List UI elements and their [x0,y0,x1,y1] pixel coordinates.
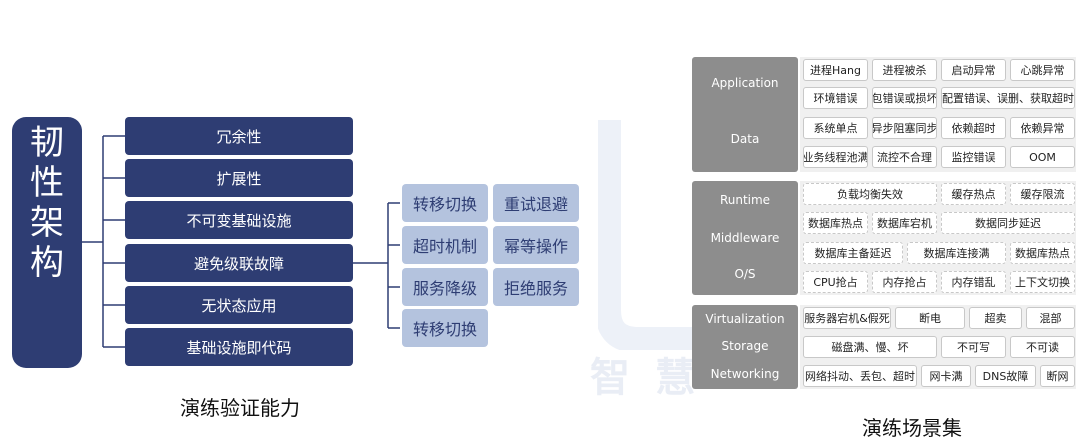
scenario-cell: 包错误或损坏 [872,87,937,109]
scenario-cell: 缓存热点 [941,183,1006,205]
root-char: 构 [30,243,64,283]
watermark-char: 慧 [655,355,695,401]
scenario-cell: 依赖异常 [1010,117,1075,139]
scenario-cell: 超卖 [969,307,1022,329]
scenario-cell: 网络抖动、丢包、超时 [803,365,917,387]
watermark-swoosh [598,120,698,350]
scenario-cell: 数据库宕机 [872,212,937,234]
layer-label-networking: Networking [710,367,780,381]
root-char: 性 [30,163,64,203]
scenario-cell: 不可写 [941,336,1006,358]
root-char: 韧 [30,123,64,163]
tree-connectors [82,135,400,348]
scenario-cell: 数据库主备延迟 [803,242,903,264]
root-char: 架 [30,203,64,243]
scenario-cell: 流控不合理 [872,146,937,168]
scenario-cell: 负载均衡失效 [803,183,937,205]
layer-group-app-data: Application Data [692,57,798,172]
scenario-cell: 内存抢占 [872,271,937,293]
scenario-cell: DNS故障 [975,365,1036,387]
scenario-cell: 进程Hang [803,59,868,81]
layer-label-os: O/S [734,267,756,281]
leaf-node: 幂等操作 [493,226,579,264]
layer-label-storage: Storage [721,339,769,353]
layer-label-middleware: Middleware [710,231,780,245]
scenario-cell: 服务器宕机&假死 [803,307,891,329]
layer-label-virtualization: Virtualization [705,312,785,326]
scenario-cell: 心跳异常 [1010,59,1075,81]
layer-label-runtime: Runtime [719,193,771,207]
leaf-node: 转移切换 [402,184,488,222]
branch-node: 基础设施即代码 [125,328,353,366]
branch-node: 无状态应用 [125,286,353,324]
scenario-cell: 依赖超时 [941,117,1006,139]
scenario-cell: 系统单点 [803,117,868,139]
scenario-cell: 进程被杀 [872,59,937,81]
branch-node: 扩展性 [125,159,353,197]
leaf-node: 服务降级 [402,268,488,306]
scenario-cell: 配置错误、误删、获取超时 [941,87,1075,109]
scenario-cell: 断电 [895,307,965,329]
root-node-resilient-architecture: 韧 性 架 构 [12,117,82,368]
scenario-cell: 数据库连接满 [907,242,1006,264]
layer-label-application: Application [711,76,779,90]
scenario-cell: 内存错乱 [941,271,1006,293]
branch-node: 冗余性 [125,117,353,155]
scenario-cell: 混部 [1026,307,1075,329]
scenario-cell: 启动异常 [941,59,1006,81]
scenario-cell: 监控错误 [941,146,1006,168]
scenario-cell: CPU抢占 [803,271,868,293]
scenario-cell: 环境错误 [803,87,868,109]
scenario-cell: 上下文切换 [1010,271,1075,293]
leaf-node: 重试退避 [493,184,579,222]
scenario-cell: 断网 [1040,365,1075,387]
scenario-cell: 数据库热点 [1010,242,1075,264]
layer-group-infra: Virtualization Storage Networking [692,305,798,389]
leaf-node: 转移切换 [402,309,488,347]
leaf-node: 超时机制 [402,226,488,264]
layer-group-runtime-os: Runtime Middleware O/S [692,181,798,295]
branch-node: 避免级联故障 [125,244,353,282]
scenario-cell: OOM [1010,146,1075,168]
watermark-char: 智 [590,355,630,401]
scenario-cell: 数据库热点 [803,212,868,234]
scenario-cell: 异步阻塞同步 [872,117,937,139]
branch-node: 不可变基础设施 [125,201,353,239]
scenario-cell: 业务线程池满 [803,146,868,168]
right-caption: 演练场景集 [862,416,962,440]
scenario-cell: 缓存限流 [1010,183,1075,205]
leaf-node: 拒绝服务 [493,268,579,306]
scenario-cell: 数据同步延迟 [941,212,1075,234]
left-caption: 演练验证能力 [180,396,300,420]
scenario-cell: 磁盘满、慢、坏 [803,336,937,358]
scenario-cell: 不可读 [1010,336,1075,358]
layer-label-data: Data [730,132,760,146]
scenario-cell: 网卡满 [921,365,971,387]
